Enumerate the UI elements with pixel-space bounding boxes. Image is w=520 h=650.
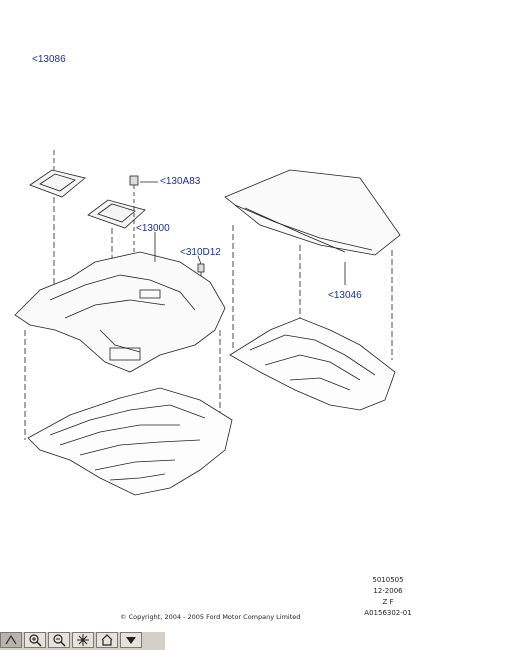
callout-13086[interactable]: <13086 xyxy=(32,54,66,65)
ref-zone: Z F xyxy=(382,598,394,606)
clip-part xyxy=(129,175,139,260)
callout-310d12[interactable]: <310D12 xyxy=(180,247,221,258)
floor-mat-part xyxy=(87,199,146,229)
callout-13000[interactable]: <13000 xyxy=(136,223,170,234)
zoom-in-button[interactable] xyxy=(24,632,46,648)
menu-button[interactable] xyxy=(120,632,142,648)
zoom-in-icon xyxy=(29,634,42,647)
menu-down-icon xyxy=(126,637,136,644)
toolbar xyxy=(0,632,165,650)
fit-view-button[interactable] xyxy=(72,632,94,648)
zoom-out-button[interactable] xyxy=(48,632,70,648)
rear-mat-part xyxy=(224,169,401,256)
callout-130a83[interactable]: <130A83 xyxy=(160,176,201,187)
parts-diagram xyxy=(14,150,401,496)
home-icon xyxy=(101,634,113,646)
floor-mat-part xyxy=(29,169,86,198)
fit-icon xyxy=(77,634,89,646)
select-icon xyxy=(5,634,17,645)
ref-date: 12-2006 xyxy=(373,587,403,595)
floor-carpet-part xyxy=(14,251,226,373)
home-button[interactable] xyxy=(96,632,118,648)
ref-illustration-id: A0156302-01 xyxy=(364,609,412,617)
ref-code: 5010505 xyxy=(372,576,404,584)
floor-pan-part xyxy=(27,387,233,496)
select-tool-button[interactable] xyxy=(0,632,22,648)
rear-floor-pan-part xyxy=(229,317,396,411)
callout-13046[interactable]: <13046 xyxy=(328,290,362,301)
zoom-out-icon xyxy=(53,634,66,647)
copyright-notice: © Copyright, 2004 - 2005 Ford Motor Comp… xyxy=(120,613,301,621)
